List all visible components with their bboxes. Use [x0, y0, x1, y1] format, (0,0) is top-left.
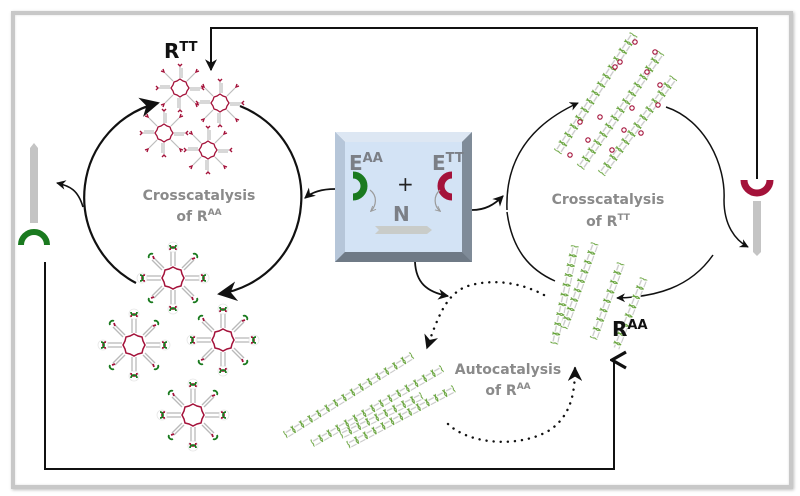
fiber-strand: [346, 385, 456, 449]
mixed-micelle: [97, 308, 171, 382]
left-cycle-branch-arrow: [56, 180, 84, 208]
box-to-left-cycle-arrow: [304, 187, 336, 199]
fiber-strand: [553, 31, 638, 155]
fiber-bundle-raa: [550, 242, 648, 350]
template-tt-icon: [740, 179, 774, 256]
mixed-micelle: [136, 241, 210, 315]
right-cycle-arc-bottom-to-left: [506, 211, 556, 282]
auto-cycle-dotted-top: [424, 280, 546, 350]
enzyme-aa-green-clamp-icon: [352, 171, 368, 201]
r-tt-label: RTT: [164, 39, 198, 63]
fiber-strand: [576, 50, 665, 170]
fiber-bundle-top: [553, 31, 678, 177]
right-cycle-title: Crosscatalysis: [552, 192, 665, 208]
box-to-right-cycle-arrow: [471, 195, 504, 211]
mixed-micelle: [156, 378, 230, 452]
nucleotide-strand-icon: [375, 226, 432, 234]
curved-grey-arrow-left: [369, 189, 375, 211]
r-aa-label: RAA: [612, 317, 648, 341]
right-cycle-arc-right-to-bottom: [616, 254, 714, 303]
rtt-micelle-cluster: [139, 63, 245, 175]
feedback-line-bottom: [44, 262, 614, 470]
feedback-line-top: [205, 27, 758, 179]
auto-cycle-subtitle: of RAA: [485, 382, 530, 399]
left-cycle-title: Crosscatalysis: [143, 188, 256, 204]
left-cycle-arc-bottom-to-top: [83, 97, 160, 284]
fiber-strand: [339, 392, 424, 439]
plus-sign: +: [397, 172, 414, 196]
right-cycle-subtitle: of RTT: [586, 213, 631, 230]
mixed-micelle: [186, 303, 260, 377]
left-cycle-arc-top: [239, 104, 303, 206]
template-aa-icon: [18, 143, 50, 246]
left-cycle-subtitle: of RAA: [176, 208, 221, 225]
enzyme-tt-red-clamp-icon: [437, 171, 453, 201]
right-cycle-arc-left-to-top: [506, 102, 579, 211]
fiber-strand: [282, 352, 415, 439]
enzyme-tt-label: ETT: [432, 151, 464, 175]
fiber-strand: [611, 277, 648, 350]
fiber-strand: [589, 262, 625, 340]
nucleotide-label: N: [393, 202, 410, 226]
rtt-micelle: [139, 108, 189, 158]
auto-cycle-dotted-bottom: [446, 366, 583, 444]
fiber-bundle-auto: [282, 352, 456, 449]
auto-cycle-title: Autocatalysis: [455, 362, 561, 378]
enzyme-aa-label: EAA: [349, 151, 383, 175]
rtt-micelle: [195, 78, 245, 128]
left-cycle-arc-right-to-bottom: [217, 204, 303, 302]
right-cycle-arc-top-to-right: [665, 106, 749, 248]
fiber-strand: [550, 245, 579, 345]
curved-grey-arrow-right: [434, 189, 440, 211]
fiber-strand: [310, 365, 444, 447]
fiber-strand: [560, 242, 599, 330]
rtt-micelle: [183, 125, 233, 175]
reaction-box: [335, 132, 472, 262]
fiber-strand: [597, 75, 678, 177]
box-to-autocatalysis-arrow: [414, 261, 450, 300]
